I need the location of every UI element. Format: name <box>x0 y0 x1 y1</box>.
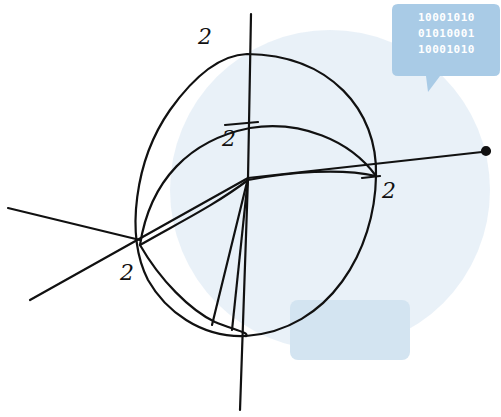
outer-surface <box>136 54 376 336</box>
axis-value: 2 <box>120 262 134 284</box>
watermark-text: 01010001 <box>418 28 475 39</box>
inner-curve-lower <box>140 245 247 336</box>
y-axis-left <box>8 208 140 240</box>
watermark-block <box>290 300 410 360</box>
y-axis-diagonal <box>30 178 248 300</box>
axis-value: 2 <box>222 128 236 150</box>
radius-line-2 <box>232 178 248 330</box>
axis-value: 2 <box>198 26 212 48</box>
axis-value: 2 <box>382 180 396 202</box>
radius-line <box>212 178 248 325</box>
watermark-text: 10001010 <box>418 44 475 55</box>
inner-curve-upper <box>140 126 376 245</box>
tick-mark <box>225 122 258 125</box>
watermark-bubble <box>392 4 500 92</box>
tick-mark <box>362 176 380 178</box>
inner-curve-middle <box>140 172 376 245</box>
watermark-text: 10001010 <box>418 12 475 23</box>
axis-arrow-dot <box>482 147 490 155</box>
